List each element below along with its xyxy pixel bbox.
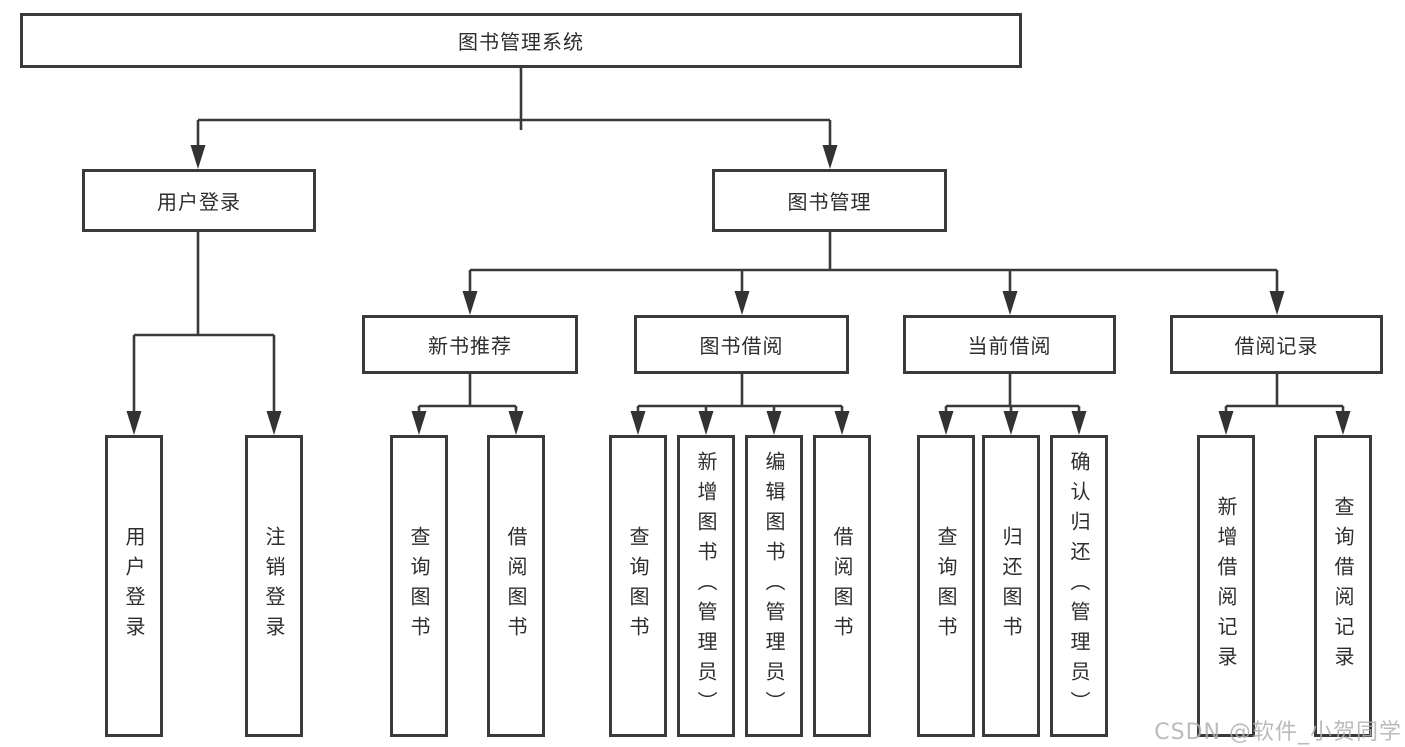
arrow-down-icon [462,291,478,315]
node-new-book-recommend: 新书推荐 [362,315,578,374]
arrow-down-icon [1269,291,1285,315]
leaf-query-books-current: 查询图书 [917,435,975,737]
node-label: 借阅记录 [1234,334,1319,358]
node-book-management: 图书管理 [712,169,947,232]
node-label: 图书借阅 [699,334,784,358]
connectors-new-book-recommend [411,374,524,435]
connectors-book-borrow [630,374,850,435]
node-label: 新增图书（管理员） [694,451,718,721]
leaf-query-books-recommend: 查询图书 [390,435,448,737]
leaf-confirm-return-admin: 确认归还（管理员） [1050,435,1108,737]
node-user-login: 用户登录 [82,169,316,232]
leaf-edit-books-admin: 编辑图书（管理员） [745,435,803,737]
arrow-down-icon [411,411,427,435]
connectors-user-login [126,232,282,435]
node-label: 借阅图书 [830,526,854,646]
connectors-root [190,68,838,169]
arrow-down-icon [1003,411,1019,435]
node-label: 当前借阅 [967,334,1052,358]
arrow-down-icon [630,411,646,435]
connectors-borrow-record [1218,374,1351,435]
node-label: 新增借阅记录 [1214,496,1238,676]
leaf-add-books-admin: 新增图书（管理员） [677,435,735,737]
arrow-down-icon [1218,411,1234,435]
leaf-add-borrow-record: 新增借阅记录 [1197,435,1255,737]
arrow-down-icon [1002,291,1018,315]
leaf-logout: 注销登录 [245,435,303,737]
leaf-borrow-books-recommend: 借阅图书 [487,435,545,737]
arrow-down-icon [734,291,750,315]
leaf-query-books-borrow: 查询图书 [609,435,667,737]
arrow-down-icon [698,411,714,435]
node-label: 用户登录 [157,190,241,214]
node-label: 查询图书 [407,526,431,646]
leaf-user-login: 用户登录 [105,435,163,737]
node-label: 借阅图书 [504,526,528,646]
leaf-query-borrow-record: 查询借阅记录 [1314,435,1372,737]
node-label: 注销登录 [262,526,286,646]
node-label: 图书管理 [787,190,872,214]
node-label: 确认归还（管理员） [1067,451,1091,721]
node-label: 查询图书 [626,526,650,646]
arrow-down-icon [766,411,782,435]
connectors-book-management [462,232,1285,315]
connectors-current-borrow [938,374,1087,435]
watermark: CSDN @软件_小贺同学 [1154,720,1402,745]
node-root-system: 图书管理系统 [20,13,1022,68]
node-label: 用户登录 [122,526,146,646]
arrow-down-icon [190,145,206,169]
leaf-borrow-books: 借阅图书 [813,435,871,737]
node-label: 新书推荐 [428,334,512,358]
node-label: 查询借阅记录 [1331,496,1355,676]
node-label: 归还图书 [999,526,1023,646]
leaf-return-books: 归还图书 [982,435,1040,737]
node-label: 查询图书 [934,526,958,646]
arrow-down-icon [822,145,838,169]
arrow-down-icon [126,411,142,435]
node-borrow-record: 借阅记录 [1170,315,1383,374]
arrow-down-icon [834,411,850,435]
arrow-down-icon [938,411,954,435]
node-current-borrow: 当前借阅 [903,315,1116,374]
arrow-down-icon [1071,411,1087,435]
arrow-down-icon [508,411,524,435]
arrow-down-icon [1335,411,1351,435]
node-book-borrow: 图书借阅 [634,315,849,374]
node-label: 图书管理系统 [458,30,584,54]
arrow-down-icon [266,411,282,435]
node-label: 编辑图书（管理员） [762,451,786,721]
